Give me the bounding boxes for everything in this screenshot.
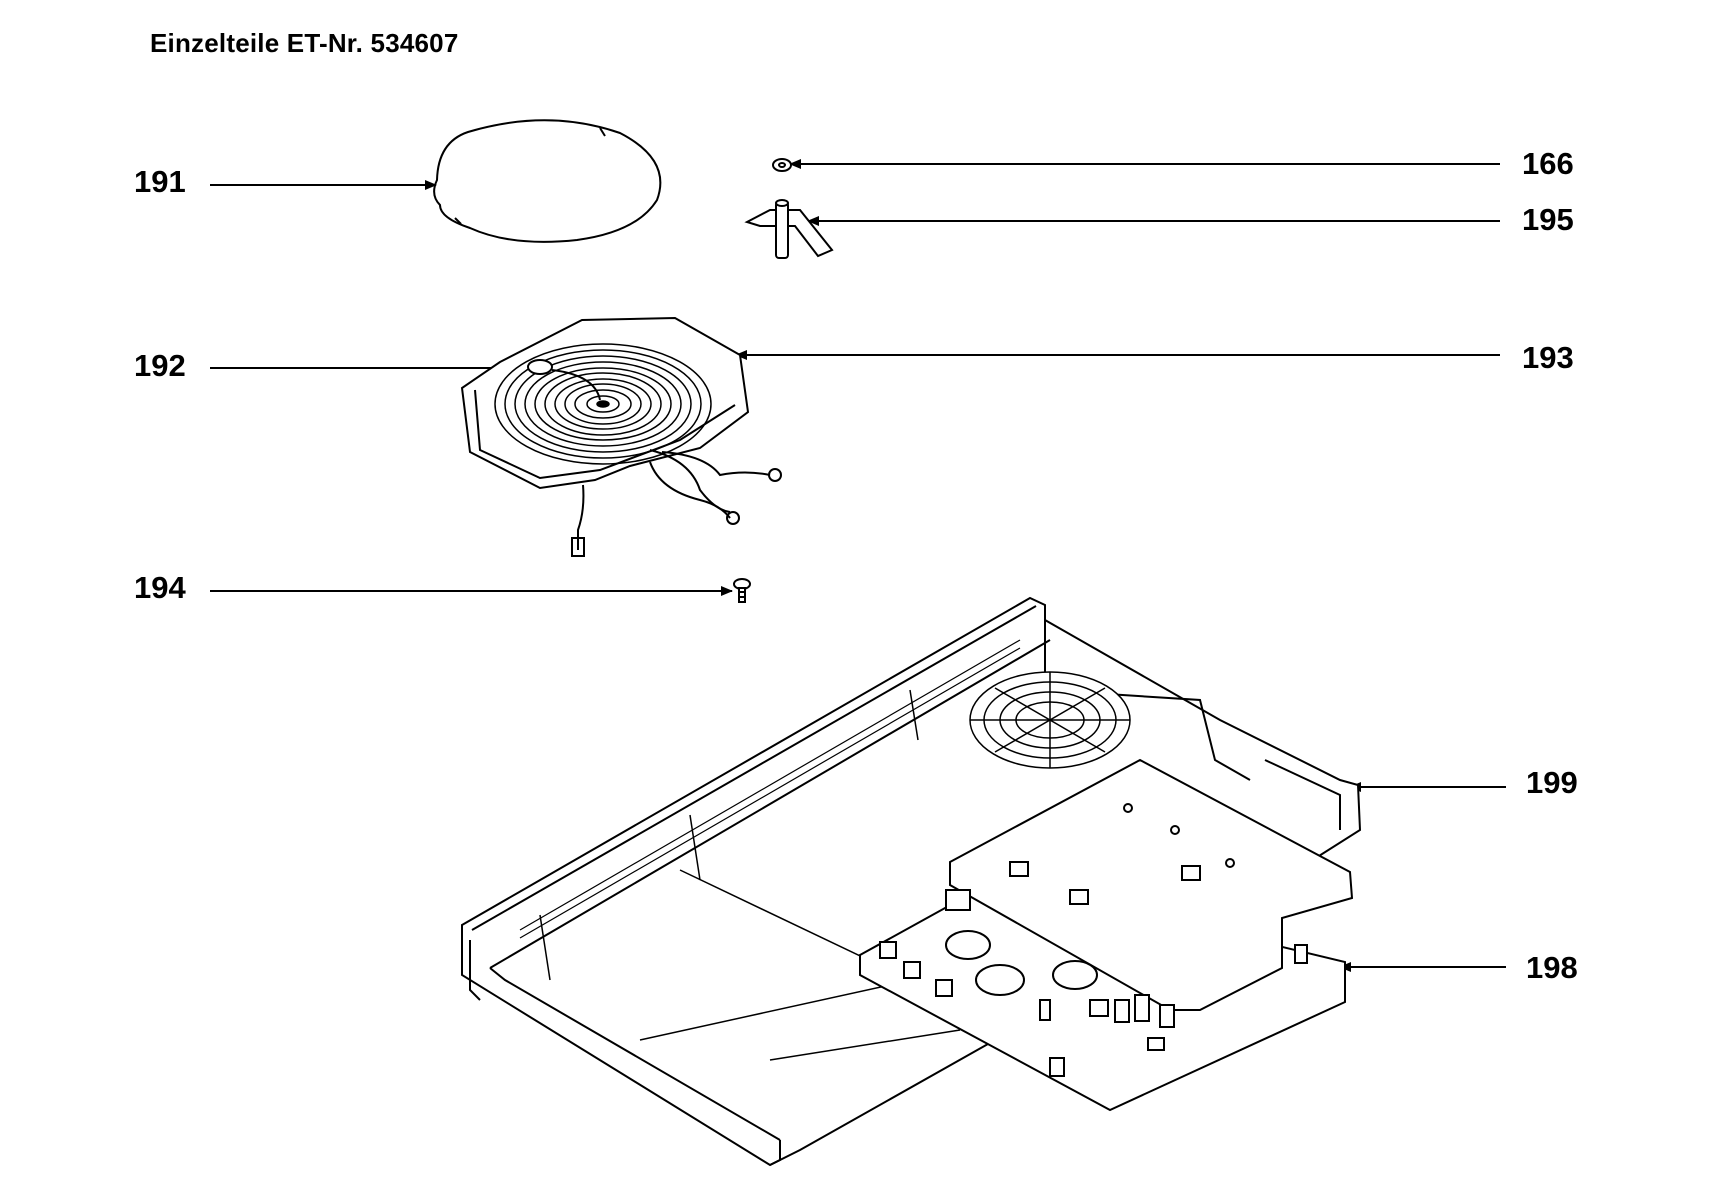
- heating-coil-icon: [460, 316, 782, 557]
- part-label-193: 193: [1522, 340, 1574, 375]
- part-label-191: 191: [134, 164, 186, 199]
- part-label-166: 166: [1522, 146, 1574, 181]
- diagram-title: Einzelteile ET-Nr. 534607: [150, 28, 459, 58]
- leader-lines: [210, 159, 1506, 972]
- part-label-194: 194: [134, 570, 186, 605]
- part-label-195: 195: [1522, 202, 1574, 237]
- part-label-192: 192: [134, 348, 186, 383]
- part-label-199: 199: [1526, 765, 1578, 800]
- clip-pin-icon: [744, 199, 834, 259]
- fan-grille: [969, 671, 1131, 769]
- sensor-icon: [527, 359, 601, 401]
- screw-icon: [733, 578, 751, 603]
- nut-icon: [772, 158, 792, 172]
- part-label-198: 198: [1526, 950, 1578, 985]
- housing-tray-icon: [461, 596, 1362, 1167]
- circuit-board-icon: [859, 758, 1354, 1112]
- glass-seal-ring-icon: [433, 119, 662, 243]
